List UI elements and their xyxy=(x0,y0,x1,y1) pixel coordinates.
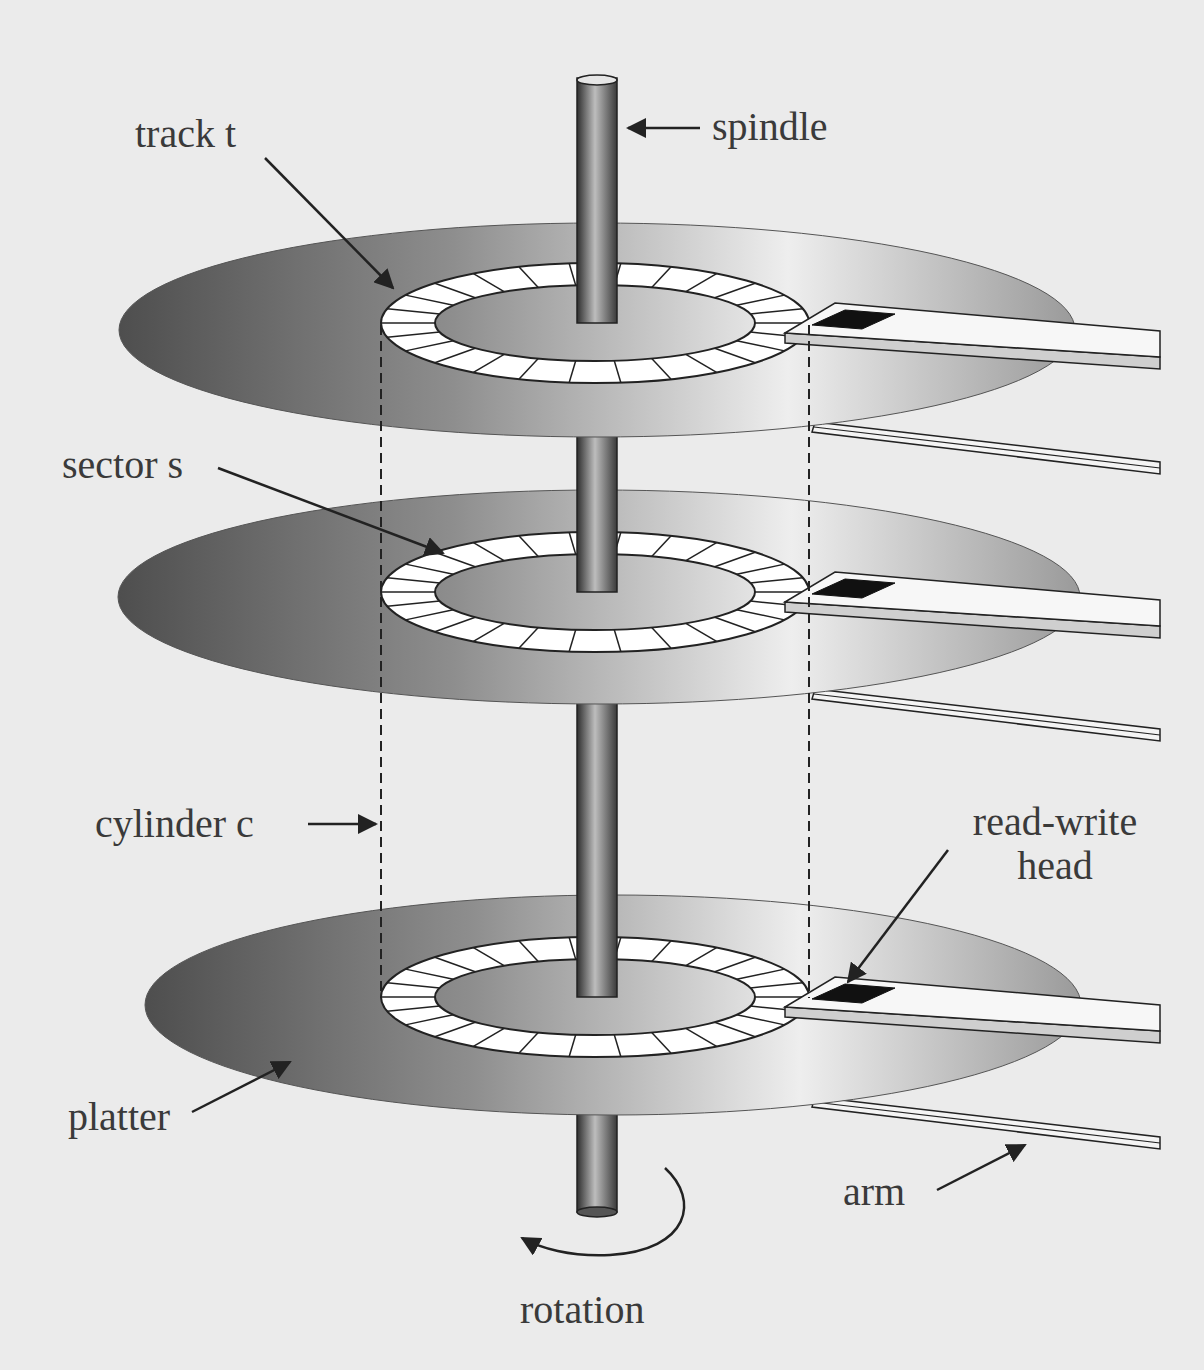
arm xyxy=(785,572,1160,626)
leader-line xyxy=(628,127,700,130)
arm xyxy=(785,303,1160,357)
callout-label: platter xyxy=(68,1095,170,1139)
leader-line xyxy=(848,850,948,982)
leader-line xyxy=(218,468,443,553)
leader-line xyxy=(937,1145,1025,1190)
callout-label: read-write head xyxy=(935,800,1175,888)
callout-label: arm xyxy=(843,1170,905,1214)
leader-line xyxy=(308,823,376,826)
callout-label: cylinder c xyxy=(95,802,254,846)
arm xyxy=(812,689,1160,741)
callout-label: sector s xyxy=(62,443,183,487)
arm xyxy=(812,422,1160,474)
spindle-shaft xyxy=(577,78,617,323)
cylinder-outline xyxy=(808,325,810,998)
callout-label: rotation xyxy=(520,1288,644,1332)
read-write-head xyxy=(812,579,895,598)
callout-label: spindle xyxy=(712,105,828,149)
leader-line xyxy=(192,1062,290,1112)
rotation-arrow xyxy=(522,1168,684,1255)
read-write-head xyxy=(812,984,895,1003)
callout-label: track t xyxy=(135,112,236,156)
leader-line xyxy=(265,158,393,288)
cylinder-outline xyxy=(380,325,382,998)
arm xyxy=(785,977,1160,1031)
read-write-head xyxy=(812,310,895,329)
arm xyxy=(812,1097,1160,1149)
